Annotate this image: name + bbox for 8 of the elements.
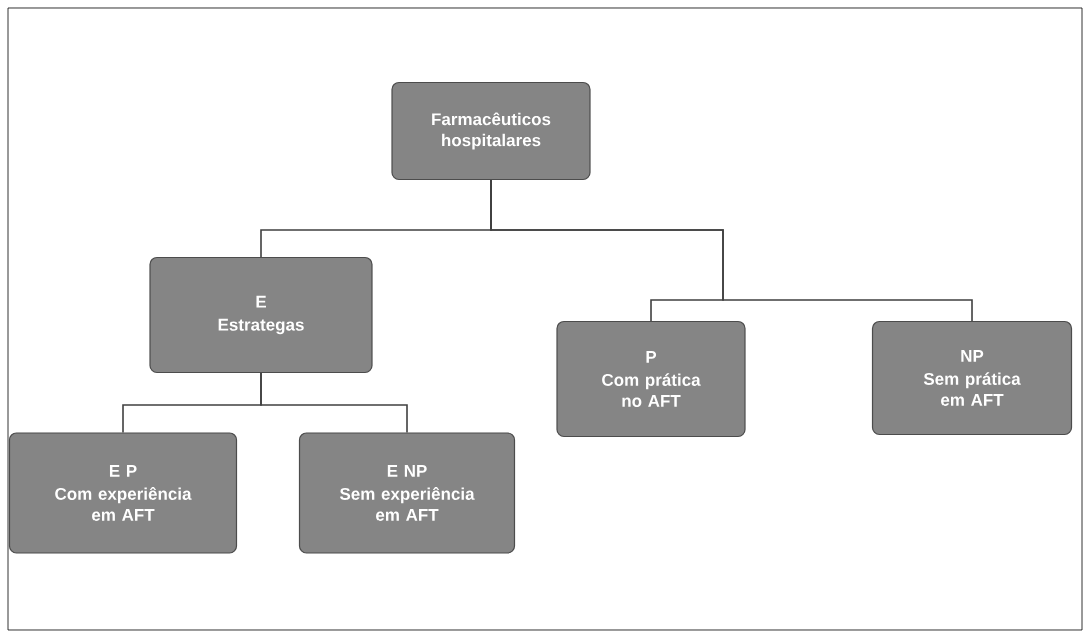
category-box: Farmacêuticos hospitalares — [391, 81, 591, 181]
category-box: NP Sem prática em AFT — [871, 320, 1073, 436]
category-box: P Com prática no AFT — [556, 320, 746, 438]
category-box: E P Com experiência em AFT — [8, 432, 238, 554]
connector-line — [490, 179, 973, 322]
category-box: E Estrategas — [149, 256, 373, 374]
connector-line — [260, 372, 408, 434]
category-box: E NP Sem experiência em AFT — [298, 432, 516, 554]
